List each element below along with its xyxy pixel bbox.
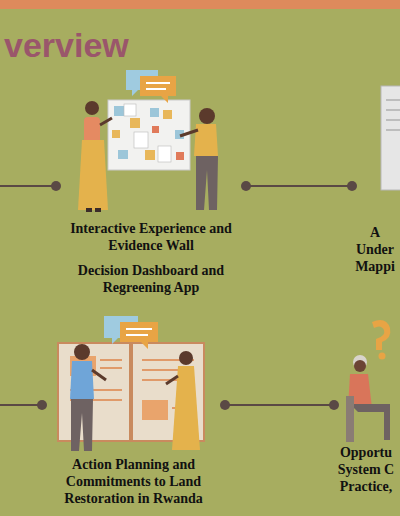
stage-subtitle: Decision Dashboard and Regreening App <box>56 262 246 296</box>
top-bar <box>0 0 400 9</box>
stage-title: Action Planning and Commitments to Land … <box>42 456 225 507</box>
timeline-connector <box>241 181 357 191</box>
stage-title: Interactive Experience and Evidence Wall <box>56 220 246 254</box>
timeline-stage: Opportu System C Practice, <box>334 300 398 500</box>
stage-title: A Under Mappi <box>352 224 398 275</box>
timeline-connector <box>220 400 339 410</box>
timeline-stage: Interactive Experience and Evidence Wall… <box>56 60 246 300</box>
timeline-stage: Action Planning and Commitments to Land … <box>42 300 225 510</box>
timeline-stage: A Under Mappi <box>352 60 398 290</box>
stage-title: Opportu System C Practice, <box>334 444 398 495</box>
page-title: verview <box>4 26 129 65</box>
